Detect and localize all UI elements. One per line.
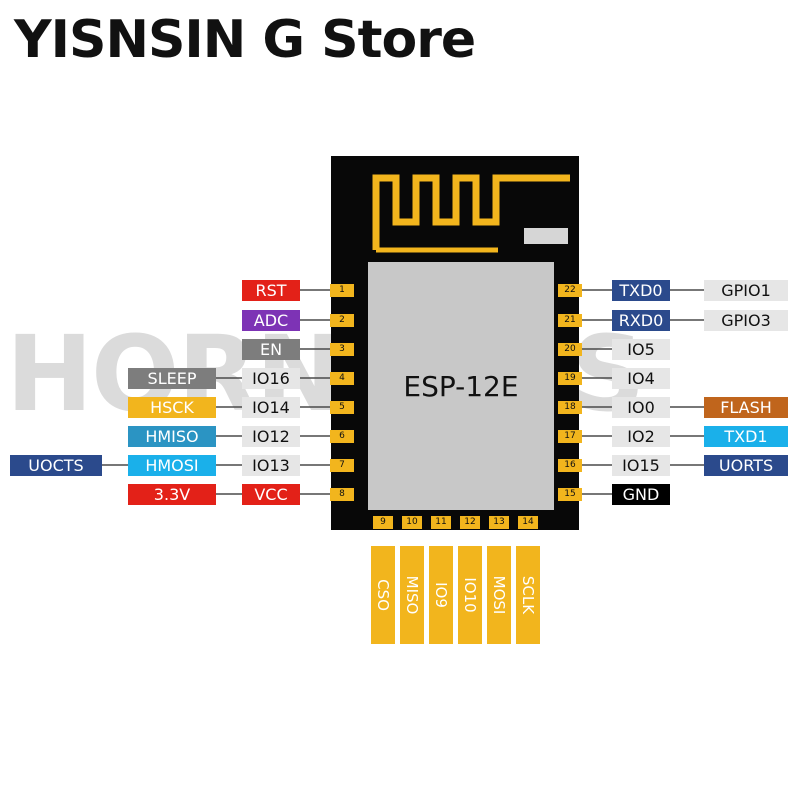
pin-label-io14: IO14 xyxy=(242,397,300,418)
pin-pad-8: 8 xyxy=(330,488,354,501)
pin-label-vcc: VCC xyxy=(242,484,300,505)
pin-label-io12: IO12 xyxy=(242,426,300,447)
pin-strip-cso: CSO xyxy=(371,546,395,644)
pin-strip-io10: IO10 xyxy=(458,546,482,644)
pin-label-sclk: SCLK xyxy=(519,575,537,615)
pin-pad-11: 11 xyxy=(431,516,451,529)
pin-label-io0: IO0 xyxy=(612,397,670,418)
shield-can xyxy=(368,262,554,510)
pin-label-io2: IO2 xyxy=(612,426,670,447)
pin-pad-7: 7 xyxy=(330,459,354,472)
pin-label-txd1: TXD1 xyxy=(704,426,788,447)
pin-pad-22: 22 xyxy=(558,284,582,297)
pin-label-sleep: SLEEP xyxy=(128,368,216,389)
pin-pad-2: 2 xyxy=(330,314,354,327)
pin-pad-15: 15 xyxy=(558,488,582,501)
pin-label-gpio1: GPIO1 xyxy=(704,280,788,301)
pin-label-uocts: UOCTS xyxy=(10,455,102,476)
pin-pad-1: 1 xyxy=(330,284,354,297)
pin-pad-10: 10 xyxy=(402,516,422,529)
pin-label-gpio3: GPIO3 xyxy=(704,310,788,331)
module-name: ESP-12E xyxy=(403,370,519,403)
pin-pad-13: 13 xyxy=(489,516,509,529)
pin-label-rxd0: RXD0 xyxy=(612,310,670,331)
pin-pad-4: 4 xyxy=(330,372,354,385)
pin-label-rst: RST xyxy=(242,280,300,301)
pin-label-io9: IO9 xyxy=(432,582,450,608)
pin-strip-mosi: MOSI xyxy=(487,546,511,644)
pin-pad-14: 14 xyxy=(518,516,538,529)
pin-label-io16: IO16 xyxy=(242,368,300,389)
pin-strip-sclk: SCLK xyxy=(516,546,540,644)
pin-label-io10: IO10 xyxy=(461,577,479,613)
pin-pad-16: 16 xyxy=(558,459,582,472)
pin-pad-18: 18 xyxy=(558,401,582,414)
store-title: YISNSIN G Store xyxy=(14,10,476,70)
pin-label-cso: CSO xyxy=(374,579,392,611)
pin-label-hsck: HSCK xyxy=(128,397,216,418)
pin-pad-3: 3 xyxy=(330,343,354,356)
pin-label-hmiso: HMISO xyxy=(128,426,216,447)
antenna-rect xyxy=(524,228,568,244)
pin-label-adc: ADC xyxy=(242,310,300,331)
pin-pad-19: 19 xyxy=(558,372,582,385)
pin-strip-io9: IO9 xyxy=(429,546,453,644)
pin-pad-12: 12 xyxy=(460,516,480,529)
pin-pad-6: 6 xyxy=(330,430,354,443)
pin-label-gnd: GND xyxy=(612,484,670,505)
pin-label-io15: IO15 xyxy=(612,455,670,476)
pin-pad-21: 21 xyxy=(558,314,582,327)
pin-label-en: EN xyxy=(242,339,300,360)
pin-pad-17: 17 xyxy=(558,430,582,443)
pin-pad-5: 5 xyxy=(330,401,354,414)
pin-label-txd0: TXD0 xyxy=(612,280,670,301)
pin-label-hmosi: HMOSI xyxy=(128,455,216,476)
pin-pad-9: 9 xyxy=(373,516,393,529)
pin-label-io4: IO4 xyxy=(612,368,670,389)
pin-label-io13: IO13 xyxy=(242,455,300,476)
pin-strip-miso: MISO xyxy=(400,546,424,644)
pin-label-flash: FLASH xyxy=(704,397,788,418)
pin-label-uorts: UORTS xyxy=(704,455,788,476)
pin-label-miso: MISO xyxy=(403,575,421,615)
pin-label-mosi: MOSI xyxy=(490,575,508,615)
pin-pad-20: 20 xyxy=(558,343,582,356)
pin-label-3-3v: 3.3V xyxy=(128,484,216,505)
pin-label-io5: IO5 xyxy=(612,339,670,360)
